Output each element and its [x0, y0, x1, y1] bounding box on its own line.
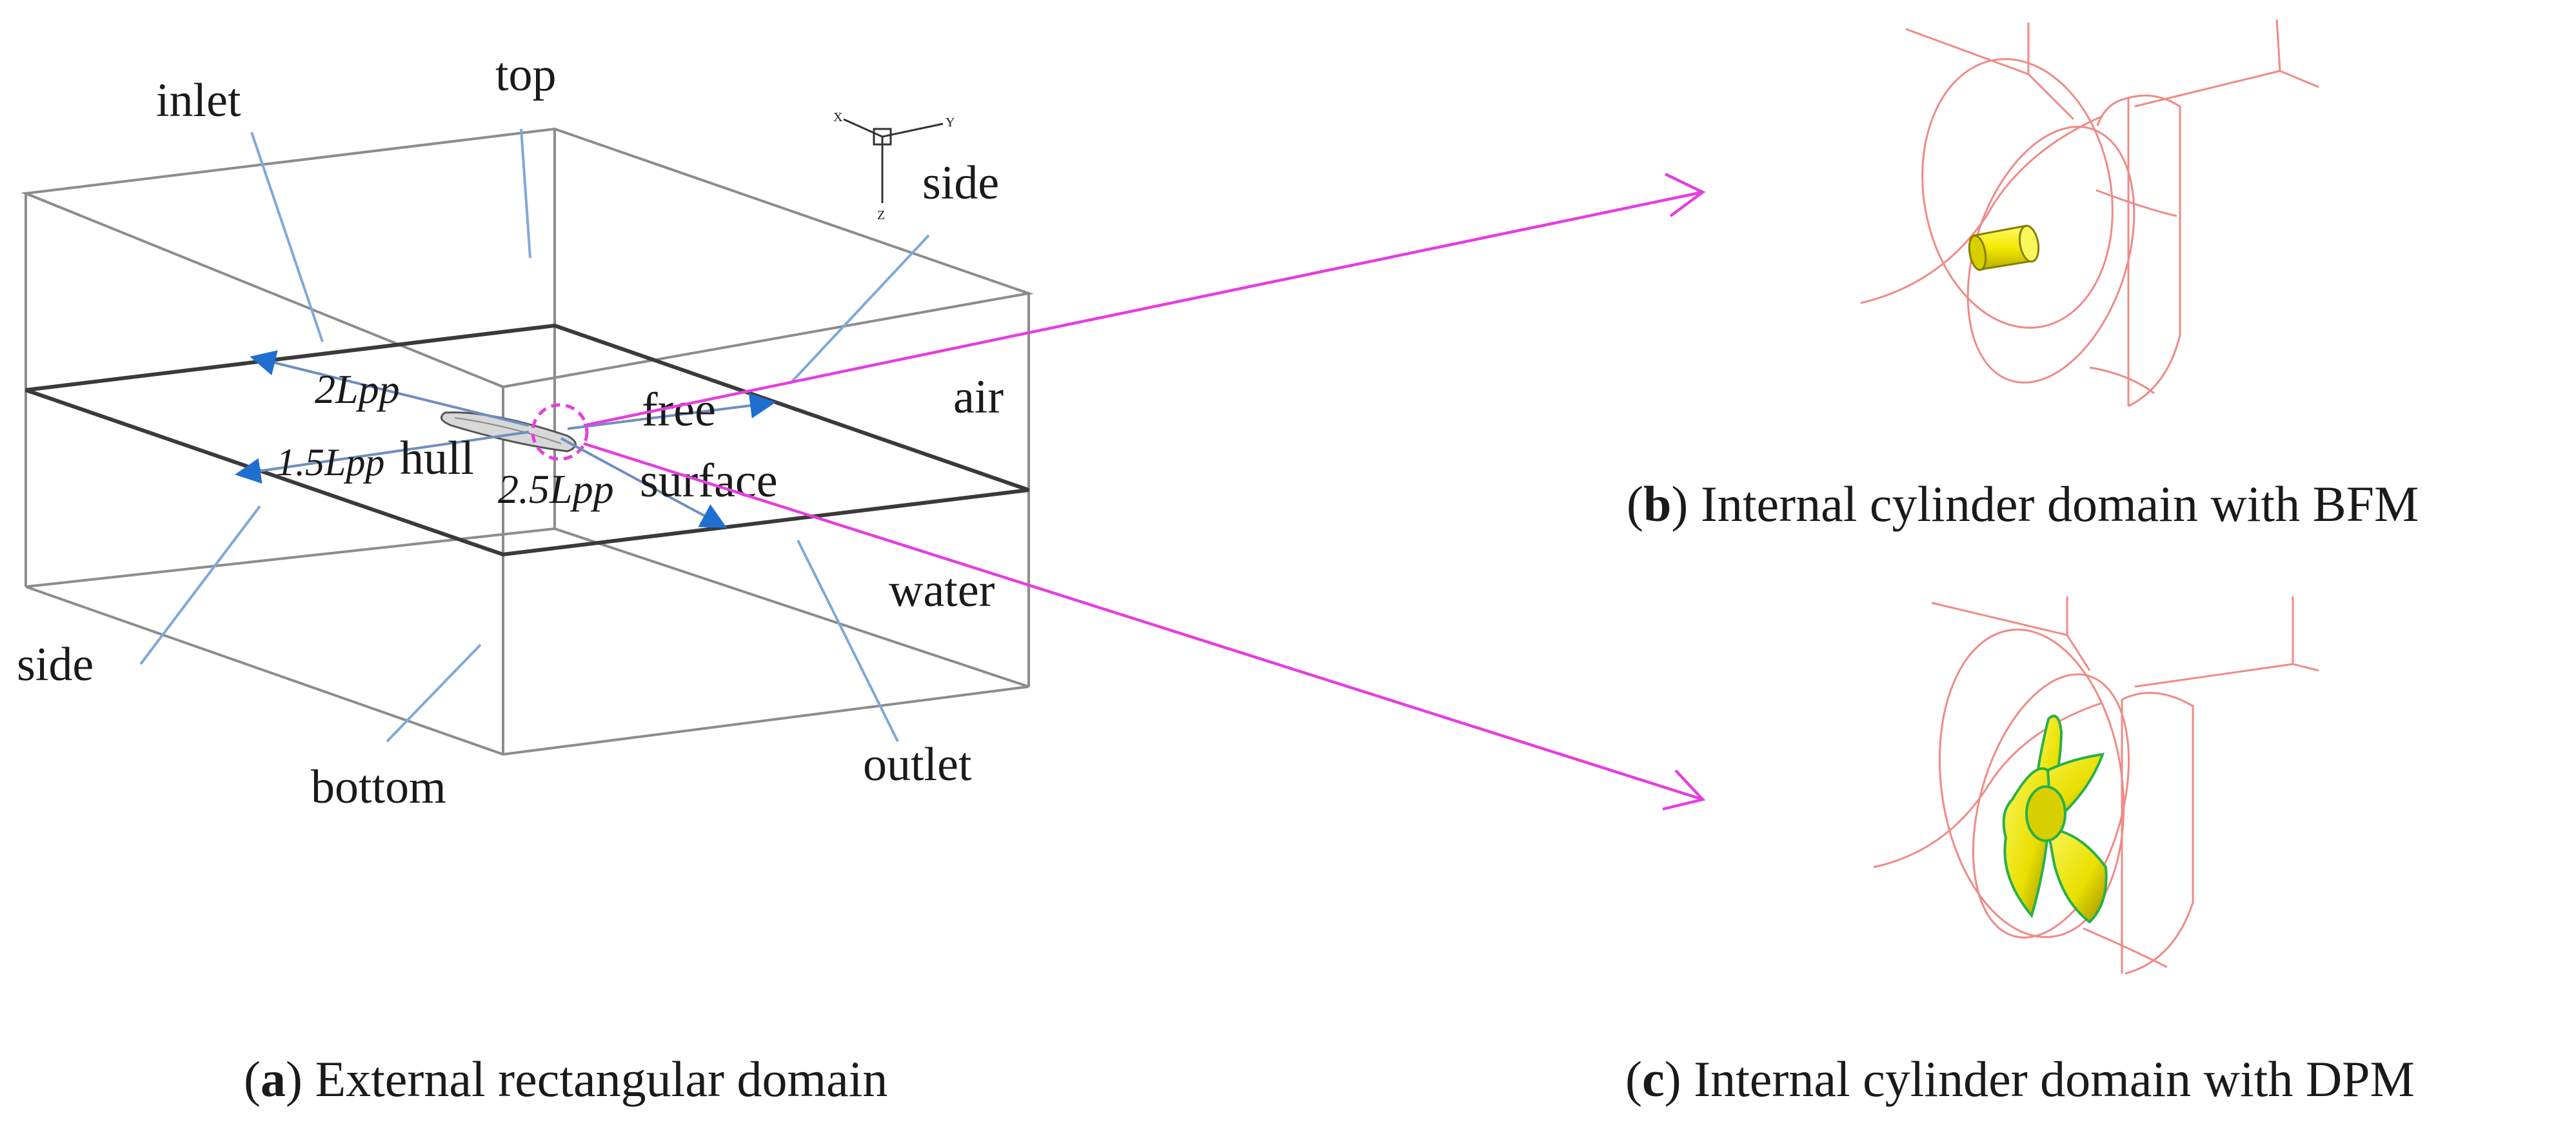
caption-b: (b) Internal cylinder domain with BFM: [1627, 476, 2419, 532]
dim-arrow-inlet: [250, 350, 530, 427]
dpm-detail: (c) Internal cylinder domain with DPM: [1625, 596, 2415, 1107]
axis-y-label: Y: [946, 115, 955, 130]
domain-top-face: [21, 127, 1034, 389]
caption-a-text: External rectangular domain: [315, 1051, 887, 1107]
free-surface-plane: [25, 323, 1029, 557]
caption-a-letter: a: [261, 1051, 286, 1107]
caption-a: (a) External rectangular domain: [244, 1051, 887, 1107]
side-right-label: side: [922, 157, 999, 210]
hull-label: hull: [400, 432, 474, 485]
bfm-wireframe: [1860, 19, 2319, 407]
inlet-label: inlet: [156, 74, 241, 127]
dim-arrow-side: [235, 431, 530, 484]
dim-label-1-5lpp: 1.5Lpp: [276, 441, 384, 484]
outlet-label: outlet: [863, 738, 972, 791]
propeller-hub: [2025, 785, 2066, 842]
dim-arrow-outlet: [560, 437, 728, 528]
dim-label-2-5lpp: 2.5Lpp: [498, 466, 614, 512]
external-domain-diagram: X Y Z inlet top side air free surface hu…: [17, 48, 1034, 1107]
dpm-wireframe: [1873, 596, 2319, 975]
callout-line-to-dpm: [583, 442, 1703, 801]
caption-b-text: Internal cylinder domain with BFM: [1701, 476, 2419, 532]
axis-triad: X Y Z: [833, 110, 955, 222]
axis-z-label: Z: [877, 208, 885, 222]
side-left-label: side: [17, 638, 94, 691]
caption-b-letter: b: [1643, 476, 1671, 532]
dim-arrow-free-surface: [567, 393, 776, 430]
water-label: water: [889, 564, 995, 617]
dpm-propeller: [2002, 714, 2108, 924]
air-label: air: [953, 371, 1004, 424]
callout-arrowhead-bfm: [1665, 172, 1706, 217]
bottom-leader: [386, 643, 482, 743]
side-left-leader: [139, 505, 261, 665]
caption-c: (c) Internal cylinder domain with DPM: [1625, 1051, 2415, 1107]
inlet-leader: [250, 132, 324, 342]
side-right-leader: [789, 234, 930, 385]
propeller-blade-4: [2046, 827, 2108, 924]
callout-arrowhead-dpm: [1662, 769, 1706, 811]
callout-lines: [583, 172, 1706, 811]
bfm-detail: (b) Internal cylinder domain with BFM: [1627, 19, 2419, 532]
caption-c-letter: c: [1642, 1051, 1665, 1107]
dimension-arrows: [235, 350, 776, 528]
leader-lines: [139, 128, 930, 743]
top-leader: [520, 128, 531, 259]
outlet-leader: [797, 540, 899, 742]
axis-x-label: X: [833, 110, 843, 124]
dim-label-2lpp: 2Lpp: [315, 366, 400, 412]
caption-c-text: Internal cylinder domain with DPM: [1694, 1051, 2415, 1107]
stern-zoom-circle: [531, 403, 589, 461]
top-label: top: [495, 48, 557, 101]
bfm-actuator-disk: [1968, 224, 2040, 271]
domain-box: [21, 127, 1034, 756]
callout-line-to-bfm: [583, 190, 1703, 427]
bottom-label: bottom: [311, 761, 446, 814]
